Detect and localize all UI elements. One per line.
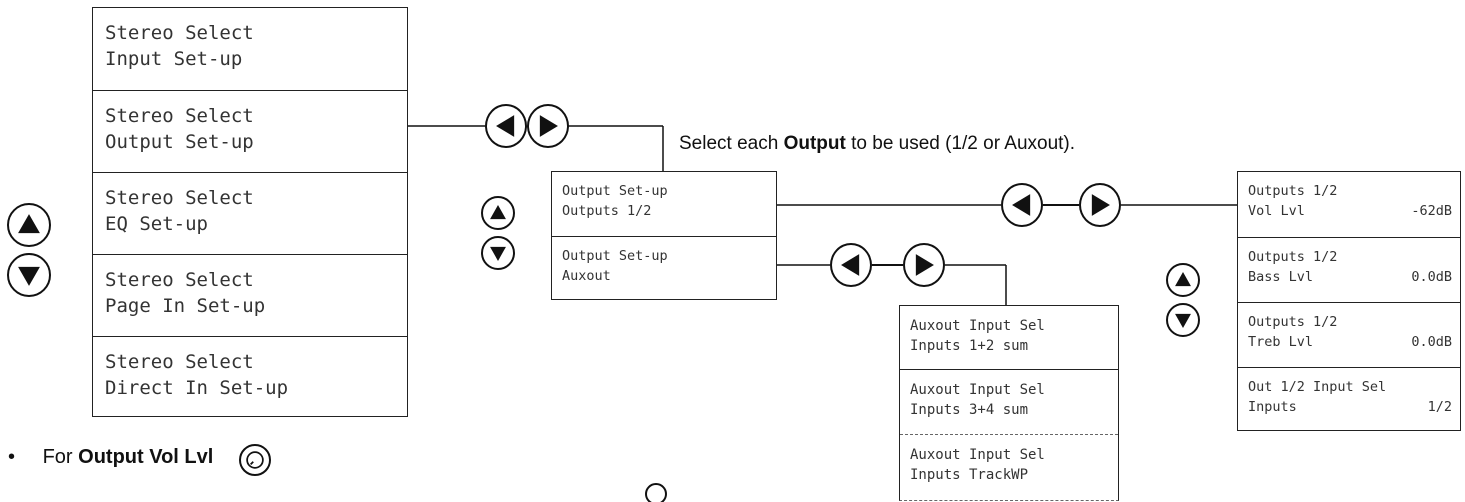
menu-line2: Bass Lvl xyxy=(1248,269,1314,285)
output-select-caption: Select each Output to be used (1/2 or Au… xyxy=(679,133,1076,154)
bullet-output-vol-lvl: • For Output Vol Lvl xyxy=(8,446,213,469)
menu-line2: Inputs TrackWP xyxy=(910,467,1029,483)
down-arrow-button-icon xyxy=(7,253,51,297)
right-arrow-button-icon xyxy=(903,243,945,287)
menu-line1: Output Set-up xyxy=(562,248,668,264)
menu-line1: Auxout Input Sel xyxy=(910,447,1045,463)
menu-line2: Input Set-up xyxy=(105,48,243,70)
menu-line2: Vol Lvl xyxy=(1248,203,1305,219)
up-arrow-button-icon xyxy=(481,196,515,230)
down-arrow-button-icon xyxy=(481,236,515,270)
menu-line2: Auxout xyxy=(562,268,611,284)
menu-line2: Direct In Set-up xyxy=(105,377,289,399)
button-link-line xyxy=(872,264,903,266)
menu-line1: Stereo Select xyxy=(105,105,254,127)
menu-value: -62dB xyxy=(1411,203,1452,219)
menu-line1: Auxout Input Sel xyxy=(910,318,1045,334)
menu-line1: Out 1/2 Input Sel xyxy=(1248,379,1387,395)
right-arrow-button-icon xyxy=(527,104,569,148)
menu-line1: Outputs 1/2 xyxy=(1248,183,1338,199)
menu-line1: Stereo Select xyxy=(105,269,254,291)
menu-line2: Outputs 1/2 xyxy=(562,203,652,219)
menu-line2: Page In Set-up xyxy=(105,295,266,317)
left-arrow-button-icon xyxy=(830,243,872,287)
menu-line2: Inputs 1+2 sum xyxy=(910,338,1029,354)
right-arrow-button-icon xyxy=(1079,183,1121,227)
menu-line1: Output Set-up xyxy=(562,183,668,199)
button-link-line xyxy=(1043,204,1079,206)
rotary-knob-icon xyxy=(239,444,271,476)
menu-line2: EQ Set-up xyxy=(105,213,208,235)
menu-line2: Inputs 3+4 sum xyxy=(910,402,1029,418)
menu-value: 0.0dB xyxy=(1411,269,1452,285)
up-arrow-button-icon xyxy=(1166,263,1200,297)
menu-item-eq-setup: Stereo Select EQ Set-up xyxy=(93,172,407,254)
up-arrow-button-icon xyxy=(7,203,51,247)
menu-line1: Stereo Select xyxy=(105,187,254,209)
bullet-text: For Output Vol Lvl xyxy=(42,446,214,468)
menu-line2: Inputs xyxy=(1248,399,1297,415)
menu-line1: Stereo Select xyxy=(105,351,254,373)
bullet-marker: • xyxy=(8,446,16,468)
menu-line1: Outputs 1/2 xyxy=(1248,314,1338,330)
left-arrow-button-icon xyxy=(485,104,527,148)
menu-line2: Output Set-up xyxy=(105,131,254,153)
left-arrow-button-icon xyxy=(1001,183,1043,227)
menu-value: 1/2 xyxy=(1427,399,1452,415)
menu-value: 0.0dB xyxy=(1411,334,1452,350)
menu-line1: Auxout Input Sel xyxy=(910,382,1045,398)
menu-line1: Outputs 1/2 xyxy=(1248,249,1338,265)
menu-line1: Stereo Select xyxy=(105,22,254,44)
down-arrow-button-icon xyxy=(1166,303,1200,337)
knob-icon-partial xyxy=(645,483,667,502)
menu-line2: Treb Lvl xyxy=(1248,334,1314,350)
